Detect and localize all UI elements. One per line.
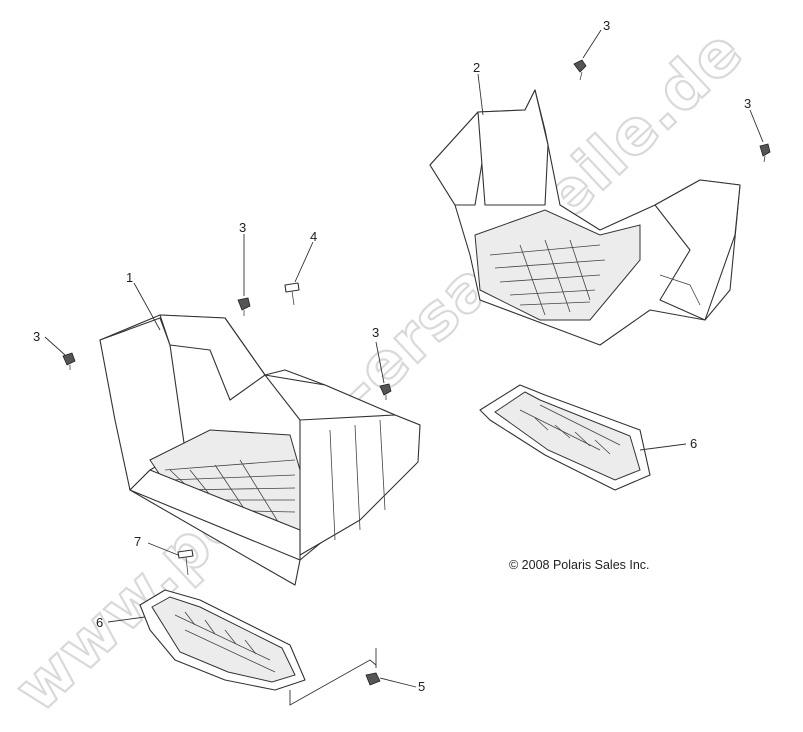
callout-6-left: 6 — [96, 615, 103, 630]
fastener-3-left — [62, 352, 76, 370]
left-floorboard — [139, 589, 306, 691]
right-floorboard — [479, 384, 651, 491]
callout-7: 7 — [134, 534, 141, 549]
callout-2: 2 — [473, 60, 480, 75]
callout-3-top: 3 — [603, 18, 610, 33]
fastener-3-mid — [237, 297, 251, 316]
nut-5 — [365, 672, 381, 686]
right-footwell — [429, 89, 741, 346]
left-footwell — [99, 314, 421, 586]
leader-lines — [44, 29, 764, 706]
callout-6-right: 6 — [690, 436, 697, 451]
copyright-notice: © 2008 Polaris Sales Inc. — [509, 558, 650, 572]
fastener-3-right — [759, 143, 771, 163]
bolt-4 — [284, 282, 300, 306]
callout-1: 1 — [126, 270, 133, 285]
callout-5: 5 — [418, 679, 425, 694]
fastener-3-top — [573, 59, 587, 81]
callout-4: 4 — [310, 229, 317, 244]
callout-3-center: 3 — [372, 325, 379, 340]
callout-3-right: 3 — [744, 96, 751, 111]
callout-3-left: 3 — [33, 329, 40, 344]
fastener-3-center — [379, 383, 392, 400]
callout-3-mid: 3 — [239, 220, 246, 235]
bolt-7 — [177, 549, 194, 576]
